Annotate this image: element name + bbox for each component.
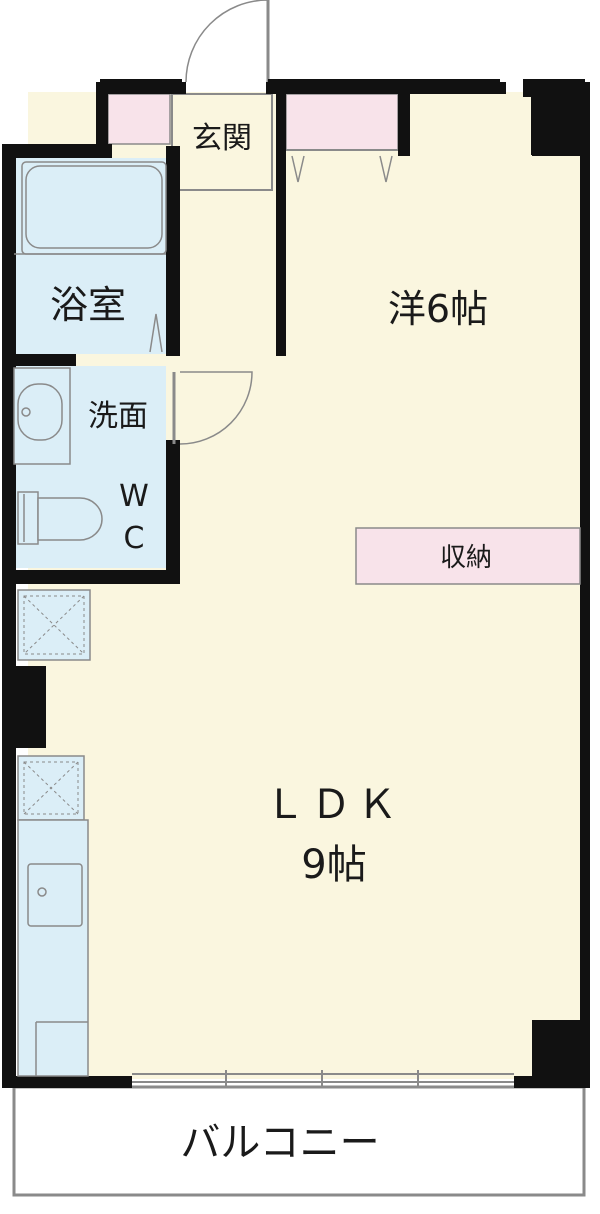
outer-wall-top-wet — [2, 144, 112, 158]
closet-door-mark — [291, 155, 305, 183]
ldk-label: ＬＤＫ — [265, 782, 403, 828]
storage-closet — [355, 527, 581, 585]
outer-wall-top — [266, 82, 506, 94]
toilet-tank — [17, 491, 39, 545]
western-room-label: 洋6帖 — [388, 287, 488, 331]
washroom-door-swing — [179, 371, 253, 445]
outer-wall-top — [96, 82, 186, 94]
outer-wall-top-left — [96, 82, 108, 146]
column-left — [14, 666, 46, 748]
washroom-label: 洗面 — [88, 399, 148, 434]
kitchen-sink — [27, 863, 83, 927]
bath-wash-divider — [14, 354, 76, 366]
kitchen-sink-drain — [37, 887, 47, 897]
kitchen-counter — [17, 819, 89, 1077]
balcony-label: バルコニー — [180, 1120, 379, 1166]
closet-door-mark — [379, 155, 393, 183]
top-closet — [285, 93, 399, 151]
wet-area-wall-right — [166, 146, 180, 356]
wash-basin-drain — [21, 407, 31, 417]
bedroom-partition — [276, 94, 286, 356]
bathtub-inner — [25, 165, 163, 249]
outer-wall-left — [2, 578, 16, 1088]
wc-label-c: C — [124, 521, 145, 556]
ldk-size-label: 9帖 — [301, 842, 366, 888]
appliance-space-upper — [17, 589, 91, 661]
outer-wall-right — [580, 82, 590, 1087]
balcony-sliding-window — [132, 1070, 514, 1086]
entrance-door-swing — [185, 0, 269, 83]
balcony-area — [12, 1085, 586, 1197]
wash-basin-bowl — [17, 383, 63, 441]
outer-wall-bottom — [514, 1076, 590, 1088]
column-bottom-right — [532, 1020, 588, 1086]
outer-wall-bottom — [10, 1076, 132, 1088]
storage-label: 収納 — [440, 543, 492, 573]
wc-label-w: W — [119, 479, 149, 514]
wet-area-wall-right — [166, 440, 180, 584]
outer-wall-left-upper — [2, 146, 16, 578]
appliance-space-lower — [17, 755, 85, 821]
shoe-closet — [107, 93, 171, 145]
wet-area-wall-bottom — [2, 570, 180, 584]
bath-door-mark — [149, 313, 163, 353]
bathroom-label: 浴室 — [50, 283, 126, 327]
entrance-label: 玄関 — [192, 121, 252, 156]
closet-wall — [398, 94, 410, 156]
toilet-bowl — [37, 497, 103, 541]
column-top-right — [532, 82, 588, 156]
